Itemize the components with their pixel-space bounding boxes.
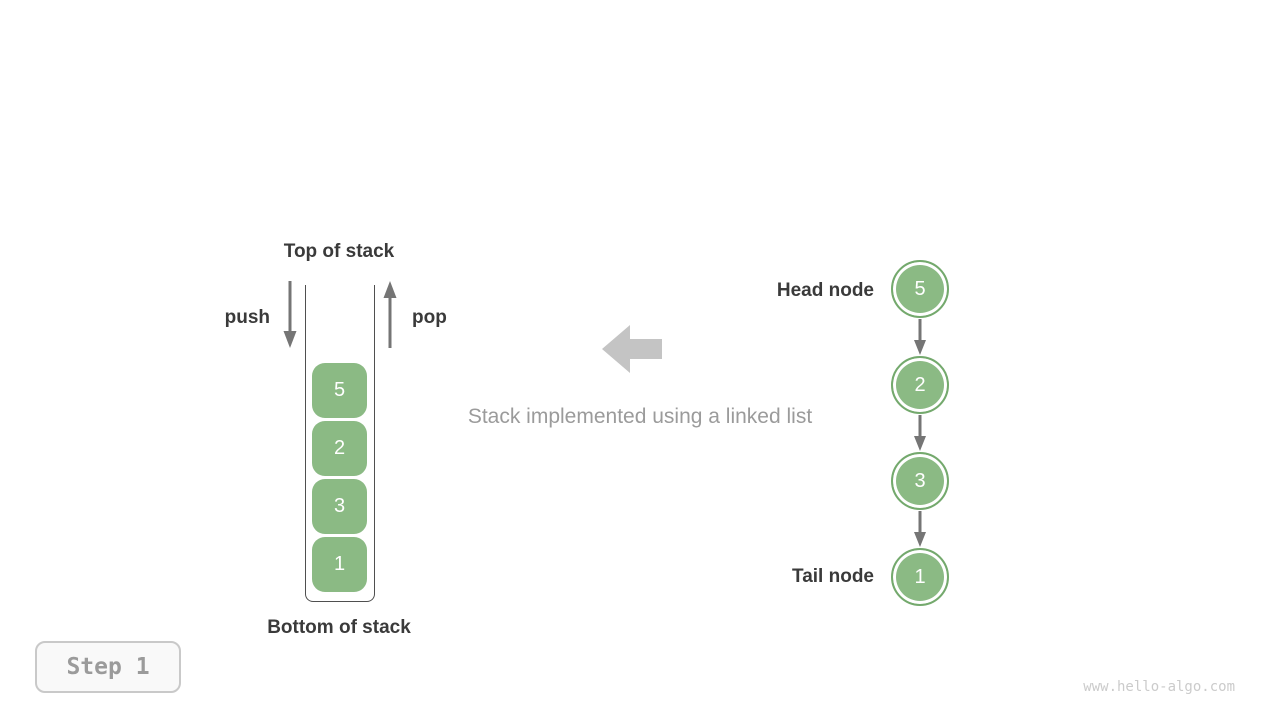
top-of-stack-label: Top of stack (283, 241, 395, 262)
stack-item: 5 (312, 363, 367, 418)
linked-list-node: 1 (891, 548, 949, 606)
next-pointer-arrow-icon (914, 511, 926, 547)
pop-up-arrow-icon (383, 281, 397, 348)
next-pointer-arrow-icon (914, 415, 926, 451)
head-node-label: Head node (776, 280, 874, 301)
step-badge: Step 1 (35, 641, 181, 693)
pop-label: pop (412, 307, 447, 328)
watermark-text: www.hello-algo.com (1083, 679, 1235, 695)
big-left-arrow-icon (602, 325, 662, 373)
stack-container (305, 285, 375, 602)
push-label: push (224, 307, 270, 328)
stack-item: 3 (312, 479, 367, 534)
diagram-caption: Stack implemented using a linked list (467, 405, 813, 428)
linked-list-node: 3 (891, 452, 949, 510)
push-down-arrow-icon (283, 281, 297, 348)
linked-list-node: 2 (891, 356, 949, 414)
tail-node-label: Tail node (792, 566, 874, 587)
linked-list-node: 5 (891, 260, 949, 318)
bottom-of-stack-label: Bottom of stack (267, 617, 411, 638)
stack-item: 1 (312, 537, 367, 592)
next-pointer-arrow-icon (914, 319, 926, 355)
stack-item: 2 (312, 421, 367, 476)
